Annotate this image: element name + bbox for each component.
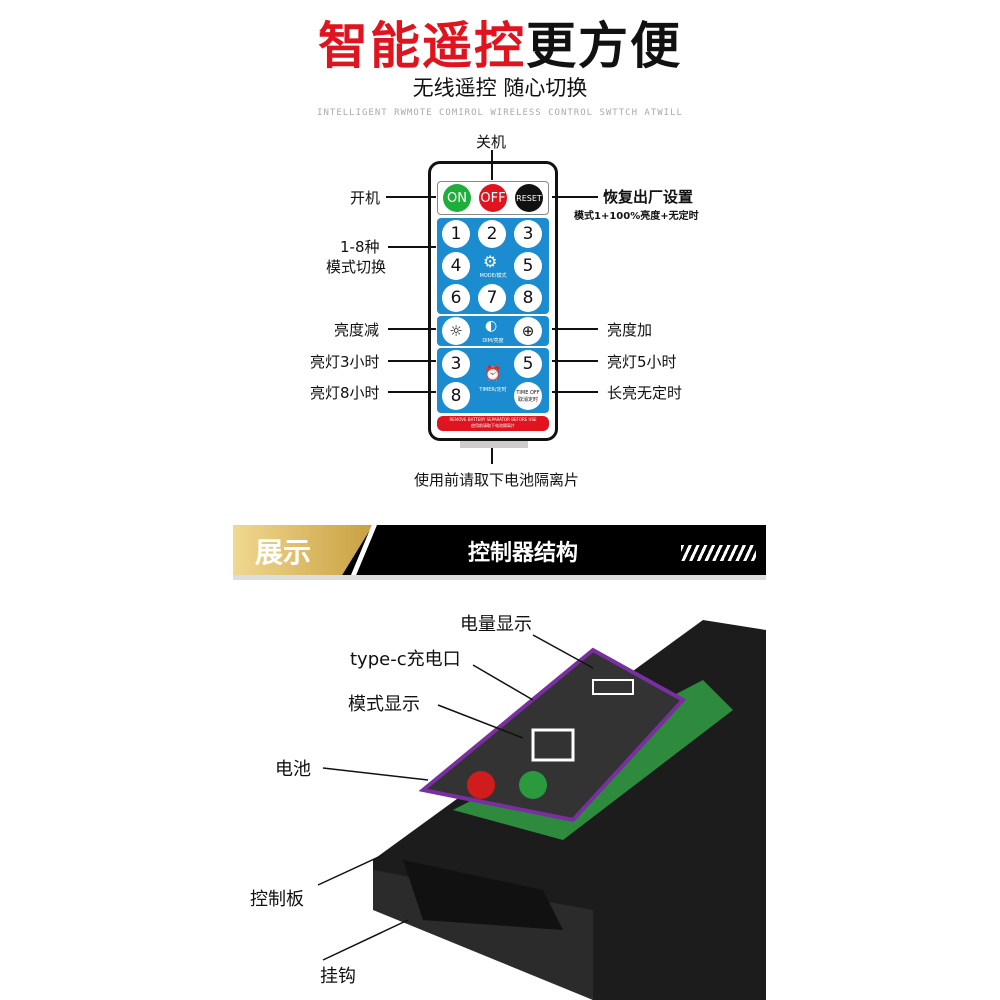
brightness-down-button[interactable]: ☼ [442,317,470,345]
reset-button[interactable]: RESET [515,184,543,212]
callout-line [388,246,436,248]
label-mode-display: 模式显示 [348,694,420,715]
mode-label: MODE/模式 [479,273,507,279]
label-typec: type-c充电口 [350,649,461,670]
subtitle: 无线遥控 随心切换 [412,76,588,100]
mode-8-button[interactable]: 8 [514,284,542,312]
remote-control: ON OFF RESET 1 2 3 4 ⚙ MODE/模式 5 6 7 8 ☼… [428,161,558,441]
label-dim-up: 亮度加 [607,321,653,339]
timer-5h-button[interactable]: 5 [514,350,542,378]
timer-8h-button[interactable]: 8 [442,382,470,410]
section-banner: 展示 控制器结构 [233,525,766,575]
banner-title: 控制器结构 [468,541,579,566]
callout-line [552,328,598,330]
dim-panel: ☼ ◐ DIM/亮度 ⊕ [437,316,549,346]
battery-separator [460,441,528,448]
brightness-icon: ◐ [485,318,498,334]
mode-display-icon [531,728,575,762]
part-callouts [317,634,594,961]
mode-5-button[interactable]: 5 [514,252,542,280]
callout-line [552,196,598,198]
green-gear-button [519,771,547,799]
banner-shadow [233,575,766,580]
gear-icon: ⚙ [483,252,498,271]
label-on: 开机 [350,189,381,207]
hook [403,860,563,930]
timer-label: TIMER/定时 [479,387,507,393]
mode-3-button[interactable]: 3 [514,220,542,248]
controller-photo [317,620,766,1000]
label-reset: 恢复出厂设置 [603,188,694,206]
label-3h: 亮灯3小时 [310,353,380,371]
label-separator: 使用前请取下电池隔离片 [414,471,580,489]
banner-stripes [681,545,756,561]
label-dim-down: 亮度减 [334,321,380,339]
brightness-up-button[interactable]: ⊕ [514,317,542,345]
power-panel: ON OFF RESET [437,181,549,215]
off-button[interactable]: OFF [479,184,507,212]
page-title: 智能遥控更方便 [318,17,682,75]
label-8h: 亮灯8小时 [310,384,380,402]
mode-1-button[interactable]: 1 [442,220,470,248]
mode-7-button[interactable]: 7 [478,284,506,312]
label-modes: 1-8种 [340,238,380,256]
callout-line [388,360,436,362]
banner-left-text: 展示 [255,536,312,569]
callout-line [552,360,598,362]
label-battery: 电池 [275,759,311,780]
label-hook: 挂钩 [320,966,356,987]
label-board: 控制板 [250,889,304,910]
battery-level-icon [592,679,634,695]
label-always-on: 长亮无定时 [607,384,683,402]
label-reset-note: 模式1+100%亮度+无定时 [574,211,699,222]
red-button [467,771,495,799]
label-modes-2: 模式切换 [326,258,387,276]
mode-2-button[interactable]: 2 [478,220,506,248]
callout-line [386,196,436,198]
label-battery-level: 电量显示 [460,614,532,635]
callout-line [491,150,493,180]
on-button[interactable]: ON [443,184,471,212]
callout-line [491,448,493,464]
callout-line [552,391,598,393]
label-5h: 亮灯5小时 [607,353,677,371]
timer-3h-button[interactable]: 3 [442,350,470,378]
callout-line [388,391,436,393]
mode-panel: 1 2 3 4 ⚙ MODE/模式 5 6 7 8 [437,218,549,314]
callout-line [388,328,436,330]
english-subtitle: INTELLIGENT RWMOTE COMIROL WIRELESS CONT… [317,108,683,118]
mode-6-button[interactable]: 6 [442,284,470,312]
label-off: 关机 [476,133,507,151]
mode-4-button[interactable]: 4 [442,252,470,280]
dim-label: DIM/亮度 [482,338,504,344]
alarm-clock-icon: ⏰ [484,366,502,382]
